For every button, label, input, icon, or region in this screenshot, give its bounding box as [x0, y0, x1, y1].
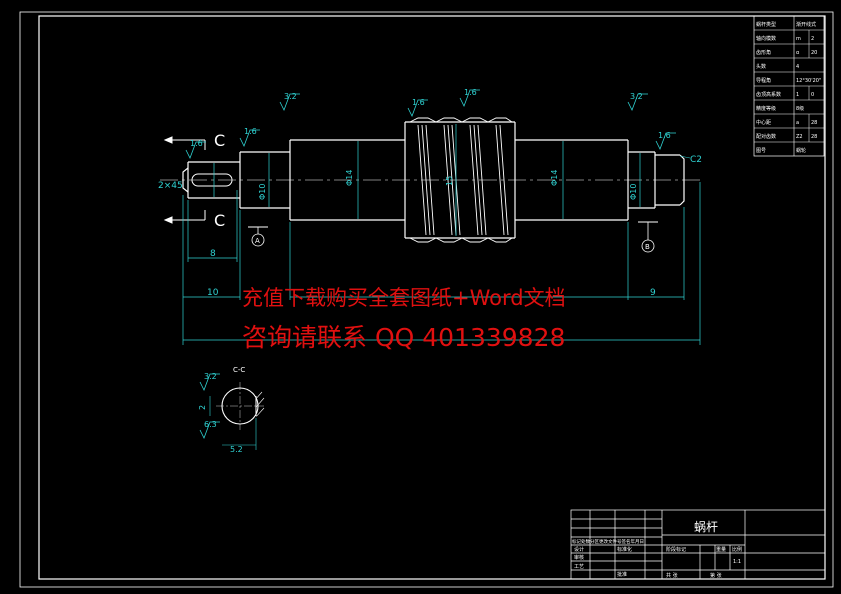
param-cell: 轴向模数 [756, 35, 776, 42]
param-cell: 12°30'20" [796, 78, 821, 84]
roughness-6: 3.2 [630, 92, 643, 101]
title-approve: 批准 [617, 571, 627, 578]
dim-chamfer-left: 2×45 [158, 181, 183, 191]
dim-d14-a: Φ14 [345, 170, 354, 186]
roughness-2: 1.6 [244, 127, 257, 136]
outer-frame [19, 11, 834, 588]
title-scale-value: 1:1 [733, 559, 741, 565]
worm-shaft [182, 121, 685, 239]
section-cc-view [216, 382, 265, 430]
param-cell: 中心距 [756, 119, 771, 126]
datum-b [638, 221, 658, 253]
datum-b-label: B [645, 243, 650, 251]
param-cell: Z2 [796, 134, 803, 140]
section-cc-dims [209, 396, 257, 450]
section-c-label-bottom: C [214, 211, 225, 230]
param-cell: 图号 [756, 148, 766, 154]
dim-chamfer-right: C2 [690, 155, 702, 165]
param-cell: 0 [811, 92, 814, 98]
section-cc-title: C-C [233, 366, 245, 374]
roughness-5: 1.6 [464, 88, 477, 97]
param-cell: 20 [811, 50, 817, 56]
sect-dim-width: 2 [198, 405, 207, 410]
datum-a [248, 226, 268, 247]
param-cell: 28 [811, 134, 817, 140]
watermark-line-2: 咨询请联系 QQ 401339828 [242, 323, 566, 352]
dim-d10-right: Φ10 [629, 184, 638, 200]
title-stage-mark: 阶段标记 [666, 546, 686, 553]
param-cell: 2 [811, 36, 814, 42]
param-cell: 1 [796, 92, 799, 98]
dim-9-right: 9 [650, 288, 656, 298]
roughness-9: 6.3 [204, 420, 217, 429]
keyway-slot [191, 173, 233, 187]
roughness-1: 1.6 [190, 139, 203, 148]
param-cell: a [796, 120, 799, 126]
title-scale: 比例 [732, 546, 742, 553]
param-cell: 4 [796, 64, 799, 70]
param-cell: 蜗轮 [796, 147, 806, 154]
title-sheet-no: 第 张 [710, 572, 722, 579]
param-cell: 齿顶高系数 [756, 91, 781, 98]
param-cell: 配对齿数 [756, 133, 776, 140]
param-cell: 28 [811, 120, 817, 126]
param-cell: 头数 [756, 63, 766, 70]
title-block [570, 509, 826, 580]
title-design: 设计 [574, 546, 584, 553]
title-check: 审核 [574, 554, 584, 561]
param-cell: 齿形角 [756, 49, 771, 56]
section-c-label-top: C [214, 131, 225, 150]
datum-a-label: A [255, 237, 260, 245]
watermark-line-1: 充值下载购买全套图纸+Word文档 [242, 286, 566, 310]
roughness-symbols [185, 89, 676, 439]
param-cell: α [796, 50, 800, 56]
title-part-name: 蜗杆 [694, 519, 718, 534]
roughness-4: 1.6 [412, 98, 425, 107]
param-cell: 蜗杆类型 [756, 21, 776, 28]
dim-8: 8 [210, 249, 216, 259]
param-cell: 精度等级 [756, 105, 776, 112]
title-sheet-total: 共 张 [666, 572, 678, 579]
dim-thread: 15 [445, 176, 454, 186]
worm-thread-teeth [409, 117, 513, 243]
title-weight: 重量 [716, 546, 726, 553]
dim-d10-left: Φ10 [258, 184, 267, 200]
param-cell: 渐开线式 [796, 21, 816, 28]
roughness-8: 3.2 [204, 372, 217, 381]
section-c-marks [163, 136, 206, 224]
inner-frame [38, 15, 826, 580]
title-process: 工艺 [574, 564, 584, 570]
roughness-3: 3.2 [284, 92, 297, 101]
param-cell: 导程角 [756, 77, 771, 84]
title-material-line: 标记处数分区更改文件号签名年月日 [572, 538, 644, 545]
title-standard: 标准化 [617, 546, 632, 553]
dim-d14-b: Φ14 [550, 170, 559, 186]
roughness-7: 1.6 [658, 131, 671, 140]
sect-dim-depth: 5.2 [230, 445, 243, 454]
param-cell: m [796, 36, 801, 42]
dimension-lines [182, 124, 701, 345]
dim-10-left: 10 [207, 288, 219, 298]
param-cell: 8级 [796, 105, 804, 112]
